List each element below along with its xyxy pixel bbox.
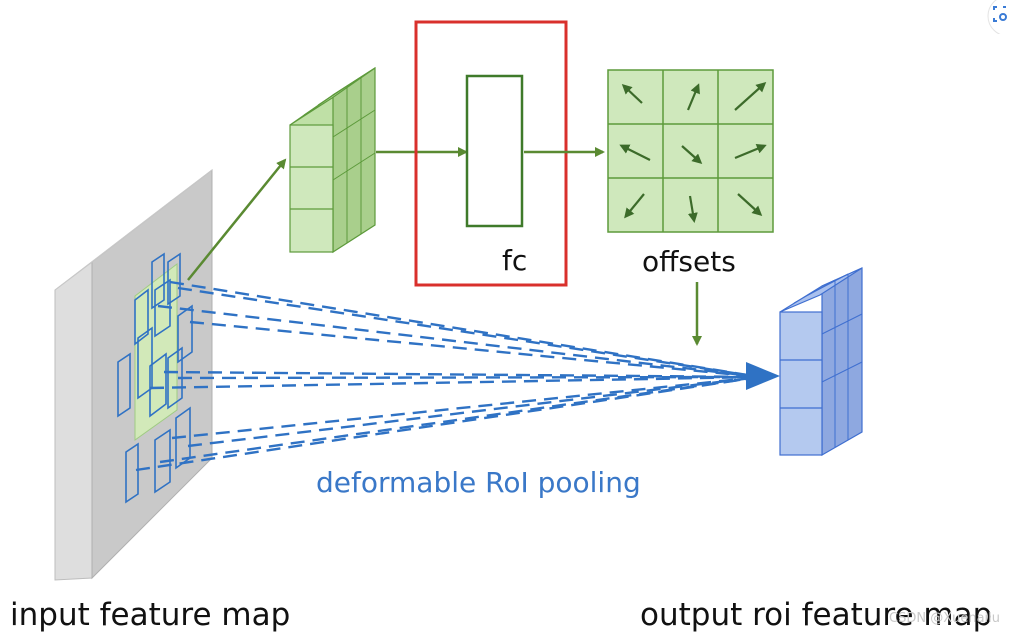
offset-arrow (734, 81, 767, 111)
output-roi-feature-block (779, 267, 863, 457)
projection-lines (135, 280, 761, 472)
input-feature-map-label: input feature map (10, 597, 290, 633)
offset-arrow (619, 144, 651, 161)
offset-arrow (621, 83, 643, 104)
offset-arrows (619, 81, 767, 223)
input-feature-map-plane (54, 168, 213, 581)
watermark: CSDN @Xuenailu (889, 611, 1000, 626)
offset-arrow (686, 83, 700, 111)
output-feature-map-label: output roi feature map (640, 597, 992, 633)
offsets-label: offsets (642, 245, 736, 278)
arrow-to-green-block (187, 158, 287, 281)
pooling-label: deformable RoI pooling (316, 466, 641, 499)
fc-label: fc (502, 244, 527, 277)
fc-layer (465, 74, 524, 228)
offset-arrow (681, 145, 703, 164)
offset-arrow (624, 193, 645, 219)
projection-arrowhead (746, 362, 780, 390)
fc-highlight-box (414, 20, 568, 287)
offset-arrow (737, 193, 763, 217)
green-feature-block (289, 66, 376, 254)
screenshot-tool-icon (987, 0, 1010, 37)
screenshot-tool-button[interactable] (984, 0, 1010, 37)
offset-arrow (734, 144, 767, 160)
offset-arrow (687, 195, 698, 223)
